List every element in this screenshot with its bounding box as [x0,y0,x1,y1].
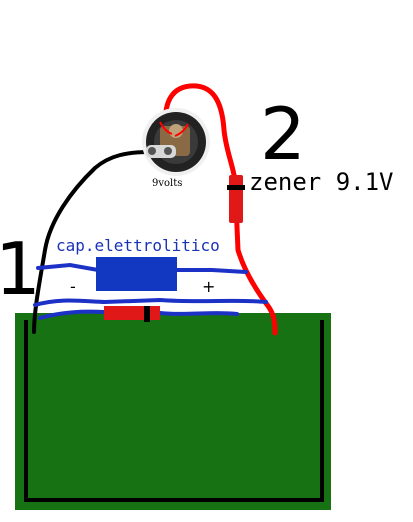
electrolytic-capacitor [96,257,177,291]
bottom-diode [104,306,160,320]
capacitor-minus-label: - [70,277,76,296]
capacitor-lead-bottom [33,297,268,307]
pcb-outline [24,320,324,502]
node-2-label: 2 [260,92,306,176]
zener-diode [229,175,243,223]
capacitor-plus-label: + [202,277,215,296]
zener-label: zener 9.1V [249,168,394,196]
capacitor-label: cap.elettrolitico [56,236,220,255]
bottom-diode-band [144,306,150,322]
black-wire [32,150,152,334]
red-wire [163,83,278,336]
pcb-board [15,313,331,510]
zener-band [227,185,245,190]
battery-snap-icon [142,108,210,176]
node-1-label: 1 [0,227,41,311]
battery-label: 9volts [152,178,182,189]
